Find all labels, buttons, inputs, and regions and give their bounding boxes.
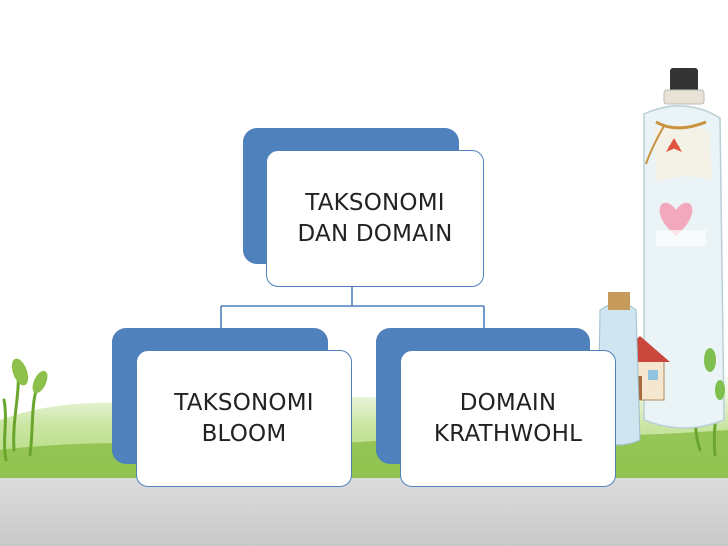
left-node: TAKSONOMI BLOOM (136, 350, 352, 487)
right-node-label: DOMAIN KRATHWOHL (433, 389, 583, 447)
root-node-label: TAKSONOMI DAN DOMAIN (297, 189, 453, 247)
root-node: TAKSONOMI DAN DOMAIN (266, 150, 484, 287)
left-node-label: TAKSONOMI BLOOM (174, 389, 314, 447)
ground-strip (0, 478, 728, 546)
right-node: DOMAIN KRATHWOHL (400, 350, 616, 487)
